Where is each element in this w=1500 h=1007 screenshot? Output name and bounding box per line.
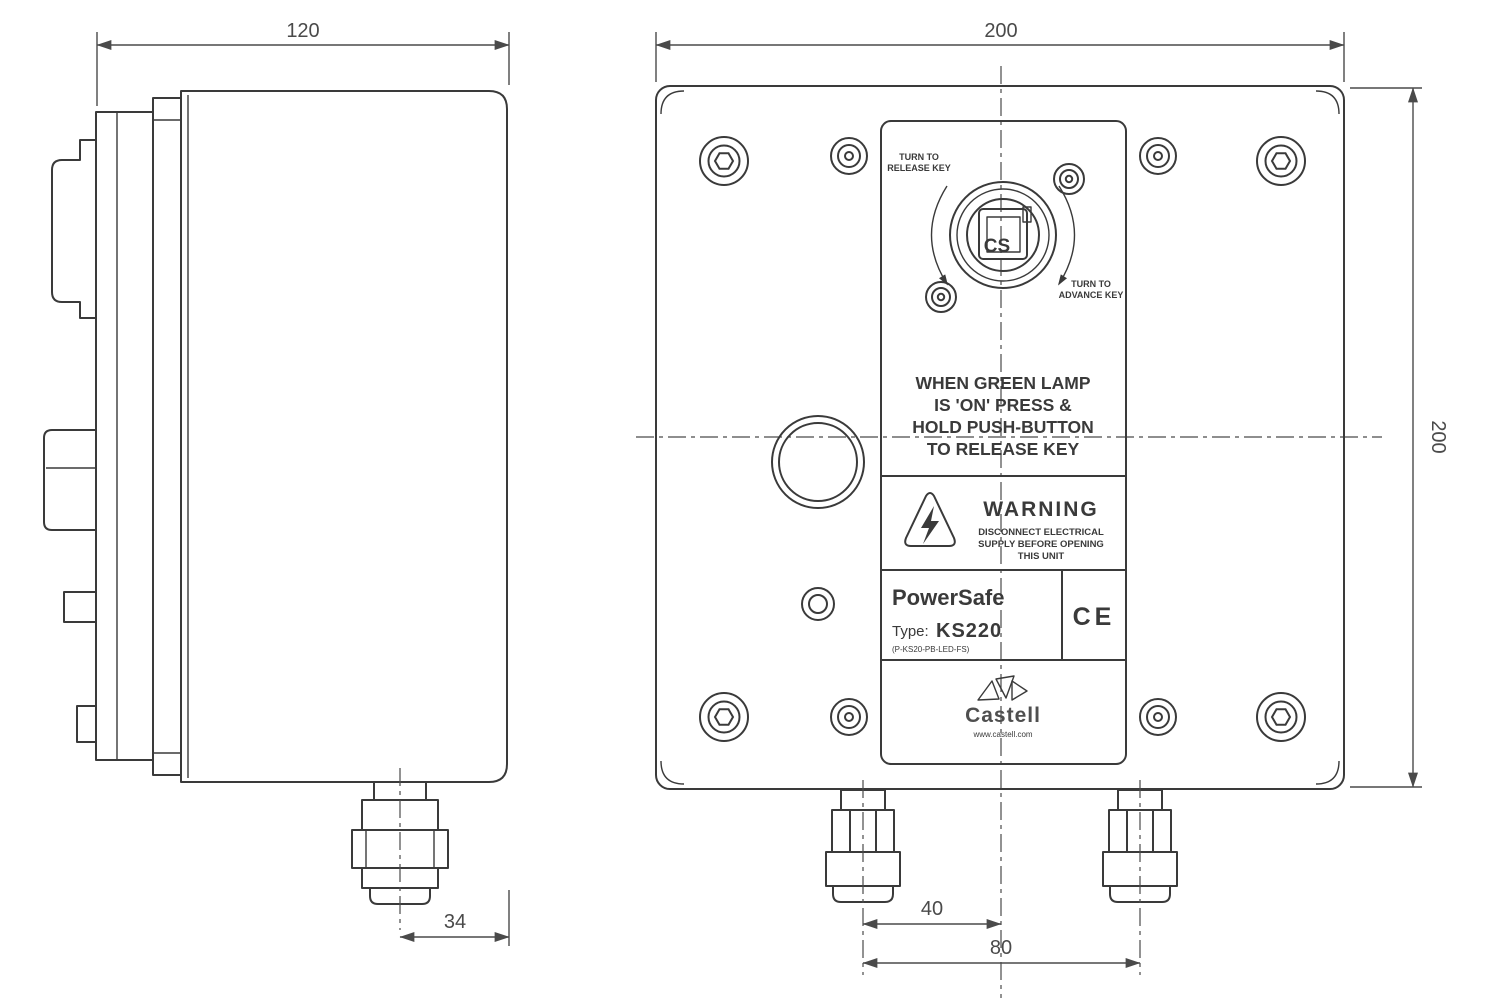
castell-name: Castell [965, 704, 1041, 727]
dimension-front-width: 200 [655, 20, 1345, 82]
dimension-side-width: 120 [96, 20, 510, 106]
screw-bottom-right-icon [1256, 692, 1306, 742]
side-tab-bottom [76, 705, 97, 743]
dim-200-height-label: 200 [1427, 420, 1449, 453]
side-enclosure-body [180, 90, 508, 783]
lid-screw-top-right-icon [1139, 137, 1177, 175]
lid-screw-bottom-right-icon [1139, 698, 1177, 736]
key-cylinder: CS TURN TO RELEASE KEY TURN TO ADVANCE K… [887, 152, 1123, 300]
instruction-line-4: TO RELEASE KEY [927, 439, 1080, 459]
warning-line-2: SUPPLY BEFORE OPENING [978, 539, 1104, 550]
castell-tagline: www.castell.com [972, 730, 1032, 739]
warning-line-3: THIS UNIT [1018, 551, 1065, 562]
instruction-line-3: HOLD PUSH-BUTTON [912, 417, 1093, 437]
screw-top-right-icon [1256, 136, 1306, 186]
front-view: CS TURN TO RELEASE KEY TURN TO ADVANCE K… [636, 20, 1449, 998]
side-cable-gland [351, 768, 449, 930]
ce-mark: CE [1073, 603, 1116, 631]
type-label: Type: [892, 623, 929, 640]
front-enclosure-body [655, 85, 1345, 790]
lid-screw-top-left-icon [830, 137, 868, 175]
nameplate: PowerSafe Type: KS220 (P-KS20-PB-LED-FS)… [880, 569, 1127, 661]
castell-diamond-icon [977, 675, 1028, 701]
side-back-plate [95, 97, 182, 776]
warning-title: WARNING [983, 498, 1099, 521]
warning-line-1: DISCONNECT ELECTRICAL [978, 527, 1104, 538]
turn-arrow-right-icon [1058, 185, 1076, 286]
turn-release-line2: RELEASE KEY [887, 163, 951, 173]
lid-screw-bottom-left-icon [830, 698, 868, 736]
type-value: KS220 [936, 620, 1002, 642]
dimension-gland-spacing: 80 [862, 937, 1141, 968]
turn-advance-line2: ADVANCE KEY [1059, 290, 1124, 300]
screw-top-left-icon [699, 136, 749, 186]
screw-bottom-left-icon [699, 692, 749, 742]
warning-triangle-icon [904, 492, 956, 547]
turn-advance-line1: TURN TO [1071, 279, 1111, 289]
castell-logo: Castell www.castell.com [965, 675, 1041, 739]
dim-80-label: 80 [990, 937, 1012, 959]
turn-release-line1: TURN TO [899, 152, 939, 162]
type-detail: (P-KS20-PB-LED-FS) [892, 645, 970, 654]
front-label-plate [880, 120, 1127, 765]
side-latch-middle [43, 429, 97, 531]
side-stud [63, 591, 97, 623]
warning-box: WARNING DISCONNECT ELECTRICAL SUPPLY BEF… [880, 475, 1127, 571]
side-view: 120 34 [43, 20, 510, 946]
turn-arrow-left-icon [930, 185, 948, 286]
push-button [771, 415, 865, 509]
dimension-side-gland: 34 [399, 890, 510, 946]
dim-120-label: 120 [286, 20, 319, 42]
lock-screw-upper-icon [1053, 163, 1085, 195]
brand-label: PowerSafe [892, 585, 1005, 610]
key-code-label: CS [984, 236, 1010, 257]
dimension-front-height: 200 [1350, 87, 1449, 788]
instruction-text: WHEN GREEN LAMP IS 'ON' PRESS & HOLD PUS… [912, 373, 1093, 459]
dim-34-label: 34 [444, 911, 466, 933]
lock-screw-lower-icon [925, 281, 957, 313]
indicator-led [801, 587, 835, 621]
dim-200-width-label: 200 [984, 20, 1017, 42]
dim-40-label: 40 [921, 898, 943, 920]
instruction-line-2: IS 'ON' PRESS & [934, 395, 1072, 415]
dimension-gland-to-center: 40 [862, 898, 1002, 929]
instruction-line-1: WHEN GREEN LAMP [916, 373, 1091, 393]
side-latch-top [51, 139, 97, 319]
